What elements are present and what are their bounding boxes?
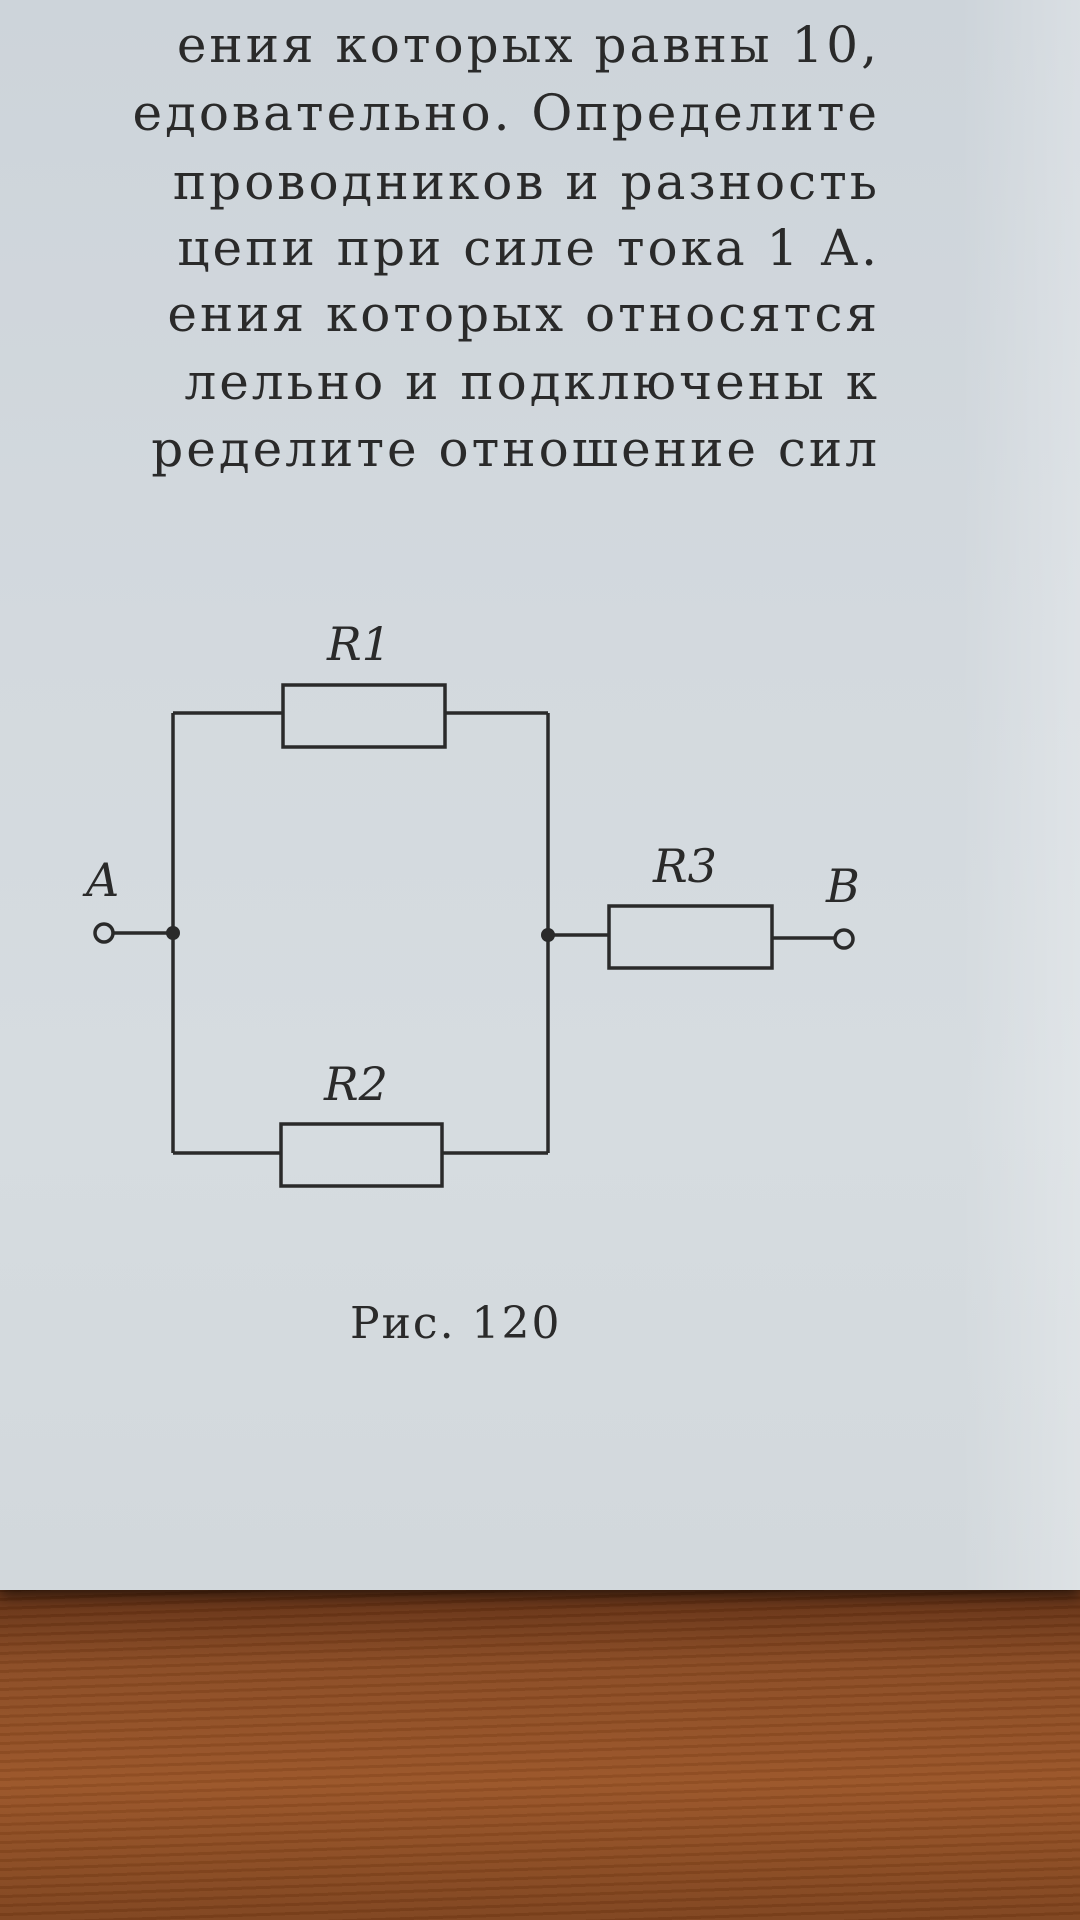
terminal-b-icon (833, 928, 855, 950)
junction-left (166, 926, 180, 940)
text-line-5: ения которых относятся (167, 285, 880, 343)
text-line-2: едовательно. Определите (132, 84, 880, 142)
wooden-table (0, 1580, 1080, 1920)
text-line-3: проводников и разность (172, 153, 880, 211)
junction-right (541, 928, 555, 942)
terminal-a-icon (93, 922, 115, 944)
label-terminal-a: A (82, 853, 119, 907)
textbook-page: ения которых равны 10, едовательно. Опре… (0, 0, 1080, 1590)
label-r2: R2 (323, 1057, 388, 1111)
label-terminal-b: B (825, 859, 860, 913)
resistor-r1 (281, 683, 447, 749)
text-line-1: ения которых равны 10, (176, 16, 880, 74)
text-line-6: лельно и подключены к (184, 353, 880, 411)
circuit-diagram: R1 R2 R3 A B (82, 617, 860, 1188)
label-r3: R3 (652, 839, 717, 893)
figure-caption: Рис. 120 (350, 1298, 562, 1349)
resistor-r3 (607, 904, 774, 970)
text-line-7: ределите отношение сил (151, 420, 880, 478)
resistor-r2 (279, 1122, 444, 1188)
text-line-4: цепи при силе тока 1 А. (177, 219, 880, 277)
label-r1: R1 (326, 617, 391, 671)
